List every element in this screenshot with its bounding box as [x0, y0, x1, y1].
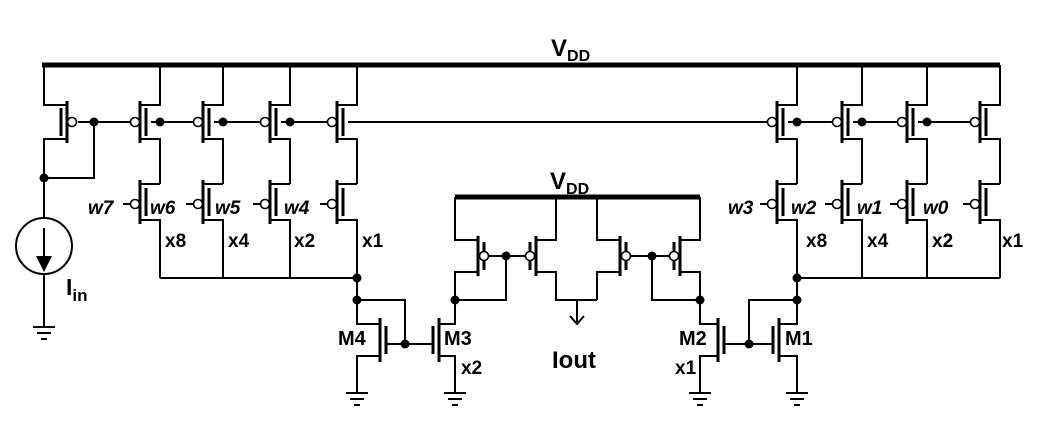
gate-bubble — [259, 198, 271, 210]
input-label-w5: w5 — [215, 198, 241, 219]
m2-size-label: x1 — [675, 358, 697, 379]
m2-label: M2 — [679, 328, 707, 350]
input-label-w7: w7 — [88, 198, 115, 219]
gate-bubble — [129, 116, 141, 128]
input-label-w4: w4 — [284, 198, 310, 219]
junction-dot — [501, 251, 511, 261]
junction-dot — [792, 117, 802, 127]
size-label-x2-left: x2 — [294, 231, 315, 252]
iout-label: Iout — [552, 347, 596, 374]
gate-bubble — [896, 198, 908, 210]
iin-label: Iin — [66, 274, 88, 305]
m3-size-label: x2 — [461, 358, 482, 379]
junction-dot — [285, 117, 295, 127]
junction-dot — [695, 295, 705, 305]
gate-bubble — [969, 116, 981, 128]
junction-dot — [792, 273, 802, 283]
input-label-w0: w0 — [923, 198, 949, 219]
ground-symbol — [689, 392, 711, 406]
ground-symbol — [786, 392, 808, 406]
junction-dot — [450, 295, 460, 305]
left-mirror-row — [39, 65, 772, 184]
junction-dot — [744, 339, 754, 349]
m3-label: M3 — [444, 328, 472, 350]
junction-dot — [400, 339, 410, 349]
input-label-w3: w3 — [728, 198, 754, 219]
gate-bubble — [259, 116, 271, 128]
input-label-w2: w2 — [791, 198, 817, 219]
size-label-x8-left: x8 — [165, 231, 186, 252]
output-pmos-mirror — [454, 197, 701, 326]
gate-bubble — [896, 116, 908, 128]
size-label-x8-right: x8 — [806, 231, 827, 252]
right-mirror-row — [766, 65, 1001, 184]
m4-label: M4 — [338, 328, 367, 350]
size-label-x1-left: x1 — [362, 231, 384, 252]
gate-bubble — [129, 198, 141, 210]
nmos-mirror-right — [695, 295, 802, 392]
gate-bubble — [831, 198, 843, 210]
gate-bubble — [478, 250, 490, 262]
gate-bubble — [326, 198, 338, 210]
nmos-mirror-left — [352, 295, 460, 392]
ground-symbol — [33, 326, 55, 340]
gate-bubble — [192, 198, 204, 210]
gate-bubble — [766, 116, 778, 128]
size-label-x2-right: x2 — [932, 231, 953, 252]
ground-symbol — [346, 392, 368, 406]
junction-dot — [218, 117, 228, 127]
junction-dot — [922, 117, 932, 127]
vdd-main-label: VDD — [551, 35, 590, 65]
junction-dot — [89, 117, 99, 127]
gate-bubble — [831, 116, 843, 128]
junction-dot — [352, 295, 362, 305]
left-switch-row — [123, 180, 362, 300]
ground-symbol — [444, 392, 466, 406]
gate-bubble — [326, 116, 338, 128]
gate-bubble — [66, 116, 78, 128]
right-switch-row — [760, 180, 1001, 300]
gate-bubble — [668, 250, 680, 262]
junction-dot — [647, 251, 657, 261]
gate-bubble — [524, 250, 536, 262]
junction-dot — [352, 273, 362, 283]
junction-dot — [155, 117, 165, 127]
gate-bubble — [620, 250, 632, 262]
input-label-w1: w1 — [857, 198, 882, 219]
gate-bubble — [969, 198, 981, 210]
input-label-w6: w6 — [150, 198, 176, 219]
m1-label: M1 — [785, 328, 813, 350]
gate-bubble — [192, 116, 204, 128]
size-label-x4-left: x4 — [228, 231, 250, 252]
size-label-x4-right: x4 — [867, 231, 889, 252]
junction-dot — [857, 117, 867, 127]
gate-bubble — [766, 198, 778, 210]
size-label-x1-right: x1 — [1002, 231, 1024, 252]
vdd-inner-label: VDD — [550, 168, 589, 198]
input-current-source — [15, 178, 73, 326]
